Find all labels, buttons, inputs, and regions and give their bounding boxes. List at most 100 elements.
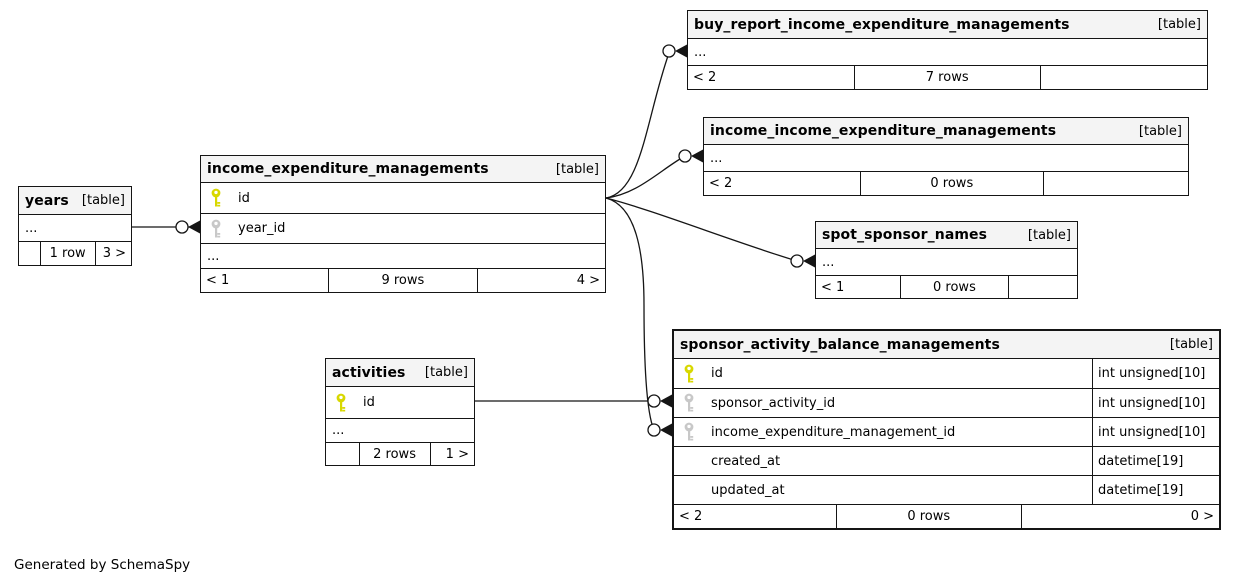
key-icon-slot — [683, 364, 703, 384]
relationship-income_expenditure_managements-to-sponsor_activity_balance_managements — [605, 197, 672, 437]
foreign-key-icon — [684, 393, 694, 412]
entity-footer: < 1 0 rows — [816, 275, 1077, 298]
open-circle-icon — [678, 149, 692, 163]
crows-foot-icon — [660, 423, 672, 437]
hidden-columns-ellipsis: ... — [201, 243, 605, 268]
key-icon-slot — [210, 188, 230, 208]
footer-parents-count: < 2 — [709, 176, 733, 191]
footer-rows-count: 1 row — [39, 242, 95, 265]
entity-name[interactable]: income_income_expenditure_managements — [710, 123, 1057, 139]
entity-buy_report_income_expenditure_managements[interactable]: buy_report_income_expenditure_management… — [687, 10, 1208, 90]
entity-type-tag: [table] — [424, 365, 468, 380]
key-icon-slot — [210, 219, 230, 239]
column-row-created_at: created_at datetime[19] — [674, 446, 1219, 475]
footer-children-count — [1039, 66, 1207, 89]
open-circle-icon — [662, 44, 676, 58]
open-circle-icon — [647, 423, 661, 437]
relationship-years-to-income_expenditure_managements — [132, 220, 200, 234]
column-name: income_expenditure_management_id — [711, 424, 956, 440]
footer-parents-count — [326, 443, 359, 465]
entity-name[interactable]: spot_sponsor_names — [822, 227, 988, 243]
footer-children-count: 0 > — [1020, 505, 1219, 528]
key-icon-slot — [683, 422, 703, 442]
entity-header[interactable]: buy_report_income_expenditure_management… — [688, 11, 1207, 39]
column-name: updated_at — [711, 482, 785, 498]
crows-foot-icon — [188, 220, 200, 234]
entity-header[interactable]: income_income_expenditure_managements [ta… — [704, 118, 1188, 145]
column-type: int unsigned[10] — [1092, 418, 1219, 446]
column-row-id: id — [326, 387, 474, 418]
hidden-columns-ellipsis: ... — [822, 254, 835, 270]
footer-children-count: 1 > — [429, 443, 474, 465]
column-type: int unsigned[10] — [1092, 389, 1219, 417]
entity-name[interactable]: activities — [332, 364, 406, 381]
footer-rows-count: 0 rows — [900, 276, 1007, 298]
column-name: year_id — [238, 221, 286, 236]
primary-key-icon — [684, 364, 694, 382]
open-circle-icon — [790, 254, 804, 268]
column-name: created_at — [711, 453, 781, 469]
footer-parents-count: < 1 — [821, 279, 845, 295]
entity-name[interactable]: income_expenditure_managements — [207, 161, 489, 177]
hidden-columns-ellipsis: ... — [25, 220, 38, 236]
footer-parents-count — [19, 242, 40, 265]
open-circle-icon — [175, 220, 189, 234]
footer-parents-count: < 2 — [693, 70, 717, 85]
generator-note: Generated by SchemaSpy — [14, 557, 191, 573]
crows-foot-icon — [675, 44, 687, 58]
crows-foot-icon — [803, 254, 815, 268]
column-name: id — [238, 190, 250, 206]
entity-income_expenditure_managements[interactable]: income_expenditure_managements [table] id y… — [200, 155, 606, 293]
entity-header[interactable]: spot_sponsor_names [table] — [816, 222, 1077, 249]
entity-spot_sponsor_names[interactable]: spot_sponsor_names [table]... < 1 0 rows — [815, 221, 1078, 299]
column-row-year_id: year_id — [201, 213, 605, 243]
entity-sponsor_activity_balance_managements[interactable]: sponsor_activity_balance_managements[tab… — [672, 329, 1221, 530]
entity-footer: < 2 7 rows — [688, 65, 1207, 89]
footer-children-count — [1007, 276, 1077, 298]
relationship-activities-to-sponsor_activity_balance_managements — [475, 394, 672, 408]
primary-key-icon — [211, 188, 221, 207]
column-name: id — [711, 366, 723, 381]
entity-name[interactable]: years — [25, 192, 69, 209]
entity-header[interactable]: sponsor_activity_balance_managements[tab… — [674, 331, 1219, 359]
hidden-columns-ellipsis: ... — [694, 44, 707, 60]
crows-foot-icon — [660, 394, 672, 408]
entity-type-tag: [table] — [81, 193, 125, 208]
key-icon-slot — [335, 393, 355, 413]
column-name: sponsor_activity_id — [711, 395, 836, 411]
entity-header[interactable]: activities [table] — [326, 359, 474, 387]
entity-header[interactable]: income_expenditure_managements [table] — [201, 156, 605, 183]
column-type: int unsigned[10] — [1092, 359, 1219, 388]
column-type: datetime[19] — [1092, 447, 1219, 475]
foreign-key-icon — [211, 219, 221, 237]
entity-type-tag: [table] — [555, 161, 599, 177]
footer-rows-count: 7 rows — [853, 66, 1040, 89]
entity-type-tag: [table] — [1157, 17, 1201, 32]
footer-rows-count: 0 rows — [859, 172, 1043, 195]
crows-foot-icon — [691, 149, 703, 163]
footer-parents-count: < 2 — [679, 509, 703, 524]
footer-rows-count: 2 rows — [358, 443, 430, 465]
key-icon-slot — [683, 393, 703, 413]
column-row-sponsor_activity_id: sponsor_activity_id int unsigned[10] — [674, 388, 1219, 417]
entity-name[interactable]: sponsor_activity_balance_managements — [680, 336, 1000, 353]
entity-header[interactable]: years [table] — [19, 187, 131, 215]
relationship-income_expenditure_managements-to-income_income_expenditure_managements — [605, 149, 703, 199]
foreign-key-icon — [684, 422, 694, 441]
primary-key-icon — [336, 393, 346, 411]
entity-income_income_expenditure_managements[interactable]: income_income_expenditure_managements [ta… — [703, 117, 1189, 196]
entity-name[interactable]: buy_report_income_expenditure_management… — [694, 16, 1070, 33]
open-circle-icon — [647, 394, 661, 408]
entity-type-tag: [table] — [1138, 123, 1182, 139]
footer-parents-count: < 1 — [206, 273, 230, 288]
relationship-income_expenditure_managements-to-buy_report_income_expenditure_managements — [605, 44, 687, 199]
entity-type-tag: [table] — [1027, 227, 1071, 243]
